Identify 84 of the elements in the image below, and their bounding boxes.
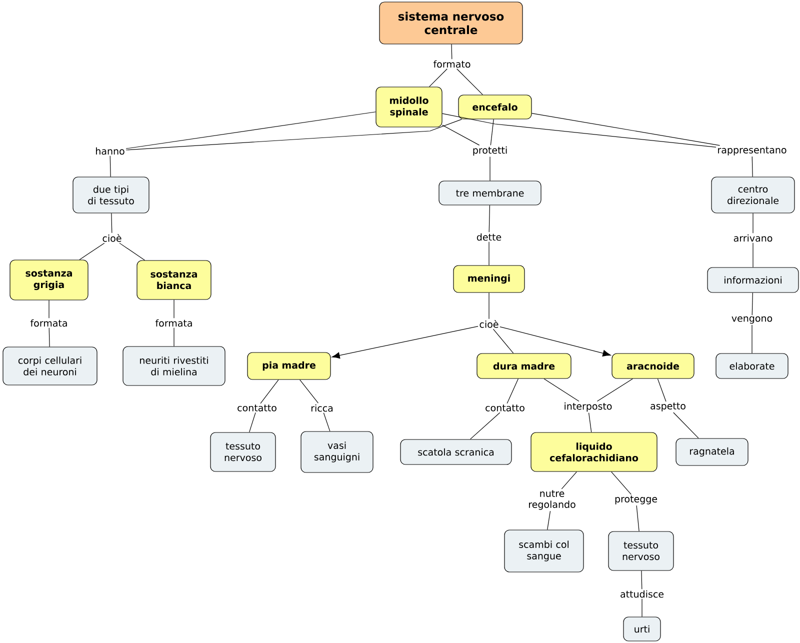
connector-line bbox=[636, 505, 640, 532]
concept-box: sostanza grigia bbox=[10, 260, 88, 300]
concept-box: tre membrane bbox=[438, 180, 542, 206]
connector-line bbox=[323, 412, 330, 432]
linking-phrase: formata bbox=[29, 318, 69, 328]
linking-phrase: protegge bbox=[614, 494, 659, 506]
connector-line bbox=[561, 472, 577, 490]
linking-phrase: interposto bbox=[562, 401, 614, 413]
concept-box: scatola scranica bbox=[400, 439, 512, 465]
connector-line bbox=[752, 292, 753, 316]
connector-line bbox=[752, 242, 754, 268]
linking-phrase: contatto bbox=[236, 404, 278, 412]
concept-box: liquido cefalorachidiano bbox=[530, 432, 658, 472]
connector-line bbox=[300, 380, 318, 404]
connector-line bbox=[611, 472, 632, 495]
linking-phrase: formata bbox=[154, 318, 194, 328]
connector-line bbox=[110, 156, 111, 177]
connector-line bbox=[126, 119, 462, 150]
connector-line bbox=[641, 570, 642, 590]
concept-box: sistema nervoso centrale bbox=[379, 2, 523, 44]
connector-line bbox=[126, 112, 376, 149]
concept-box: pia madre bbox=[247, 352, 331, 380]
connector-line bbox=[79, 242, 105, 260]
connector-line bbox=[48, 300, 50, 318]
concept-box: due tipi di tessuto bbox=[72, 176, 150, 214]
connector-line bbox=[456, 68, 483, 95]
arrow bbox=[500, 326, 611, 356]
connector-line bbox=[544, 378, 580, 402]
connector-line bbox=[673, 412, 699, 438]
concept-box: dura madre bbox=[476, 353, 572, 379]
concept-box: midollo spinale bbox=[376, 86, 442, 128]
concept-box: informazioni bbox=[707, 267, 799, 293]
connector-line bbox=[752, 213, 754, 234]
connector-line bbox=[451, 44, 452, 60]
concept-box: elaborate bbox=[716, 353, 788, 379]
concept-box: urti bbox=[623, 616, 661, 642]
concept-box: aracnoide bbox=[612, 353, 694, 379]
linking-phrase: dette bbox=[475, 232, 503, 242]
connector-line bbox=[111, 213, 112, 234]
connector-line bbox=[249, 412, 256, 432]
concept-box: corpi cellulari dei neuroni bbox=[2, 346, 98, 386]
concept-box: vasi sanguigni bbox=[300, 431, 374, 473]
connector-line bbox=[260, 380, 279, 404]
arrow bbox=[332, 326, 478, 359]
connector-line bbox=[48, 328, 50, 347]
concept-box: centro direzionale bbox=[711, 176, 795, 214]
concept-box: scambi col sangue bbox=[504, 530, 584, 572]
connector-line bbox=[752, 156, 753, 177]
linking-phrase: hanno bbox=[94, 146, 126, 156]
concept-box: encefalo bbox=[458, 94, 532, 120]
concept-box: tessuto nervoso bbox=[210, 432, 276, 472]
connector-line bbox=[596, 378, 634, 402]
connector-line bbox=[588, 412, 592, 432]
connector-line bbox=[532, 112, 720, 146]
linking-phrase: contatto bbox=[484, 404, 526, 412]
linking-phrase: formato bbox=[432, 59, 472, 69]
connector-line bbox=[492, 328, 514, 354]
concept-box: tessuto nervoso bbox=[608, 531, 674, 571]
connector-line bbox=[442, 113, 716, 148]
connector-line bbox=[547, 510, 551, 530]
concept-box: neuriti rivestiti di mielina bbox=[122, 346, 226, 386]
linking-phrase: arrivano bbox=[732, 233, 774, 243]
connector-line bbox=[442, 124, 480, 146]
connector-line bbox=[429, 68, 448, 87]
concept-box: ragnatela bbox=[676, 438, 748, 466]
linking-phrase: nutre regolando bbox=[521, 489, 583, 511]
connector-line bbox=[488, 292, 490, 320]
connector-line bbox=[490, 119, 494, 146]
connector-line bbox=[470, 412, 500, 440]
connector-line bbox=[119, 242, 146, 260]
linking-phrase: aspetto bbox=[649, 402, 687, 412]
connector-line bbox=[506, 378, 519, 404]
linking-phrase: protetti bbox=[471, 145, 509, 157]
linking-phrase: rappresentano bbox=[716, 146, 788, 156]
concept-box: meningi bbox=[453, 265, 525, 293]
connector-line bbox=[657, 378, 666, 402]
linking-phrase: cioè bbox=[101, 233, 123, 243]
linking-phrase: ricca bbox=[310, 403, 334, 413]
connector-line bbox=[488, 242, 490, 266]
concept-box: sostanza bianca bbox=[136, 260, 212, 300]
linking-phrase: cioè bbox=[478, 319, 500, 329]
linking-phrase: vengono bbox=[730, 315, 774, 325]
connector-line bbox=[488, 205, 490, 232]
linking-phrase: attudisce bbox=[619, 589, 665, 599]
